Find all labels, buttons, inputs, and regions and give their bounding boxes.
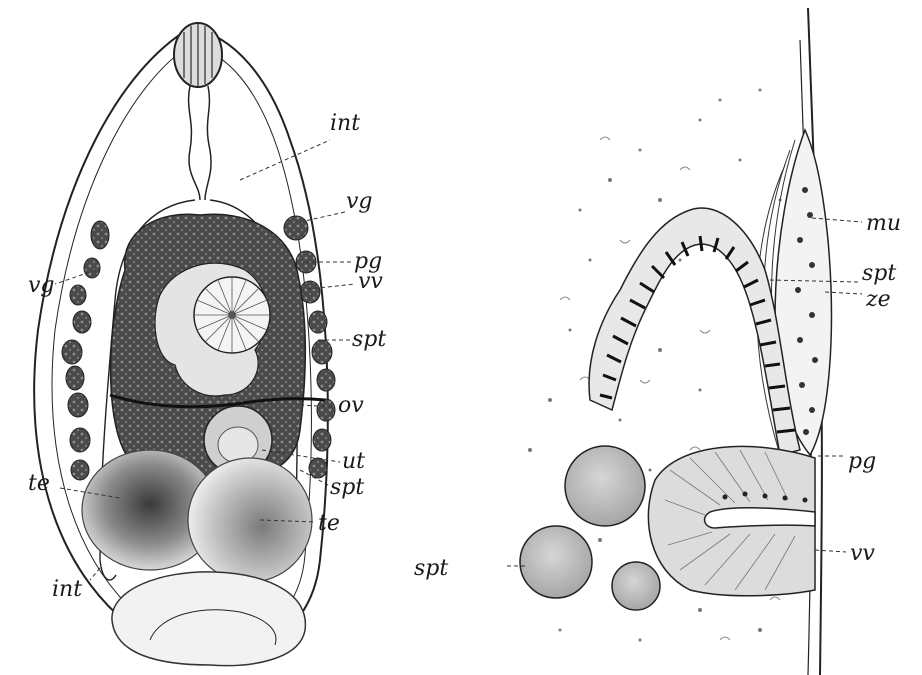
label-spt-right-figure: spt	[862, 261, 896, 286]
vitelline-glands-left	[62, 221, 109, 480]
label-spt-left-figure: spt	[352, 327, 386, 352]
label-te-left: te	[28, 471, 50, 496]
label-vg-right: vg	[346, 189, 373, 214]
sperm-sphere-right	[612, 562, 660, 610]
testis-posterior	[188, 458, 312, 582]
label-ze: ze	[865, 287, 891, 312]
label-vv-right-figure: vv	[850, 541, 875, 566]
striated-duct-outer	[589, 208, 800, 455]
label-te-right: te	[318, 511, 340, 536]
whole-worm-figure: int vg pg vv spt ov ut spt vg te te int	[28, 23, 386, 666]
label-vg-left: vg	[28, 273, 55, 298]
label-ov: ov	[338, 393, 364, 418]
excretory-bladder	[112, 572, 305, 666]
esophagus	[189, 86, 211, 200]
ventral-sucker	[194, 277, 270, 353]
sperm-sphere-upper	[565, 446, 645, 526]
label-spt-lower: spt	[330, 475, 364, 500]
section-detail-figure: mu spt ze pg vv spt	[414, 8, 901, 675]
label-spt-section: spt	[414, 556, 448, 581]
label-int-bottom: int	[52, 577, 82, 602]
ventral-sucker-cleft	[705, 508, 815, 528]
label-mu: mu	[866, 211, 901, 236]
sperm-sphere-left	[520, 526, 592, 598]
label-ut: ut	[342, 449, 365, 474]
label-vv-left-figure: vv	[358, 269, 383, 294]
label-pg-right-figure: pg	[848, 449, 876, 474]
label-int-top: int	[330, 111, 360, 136]
